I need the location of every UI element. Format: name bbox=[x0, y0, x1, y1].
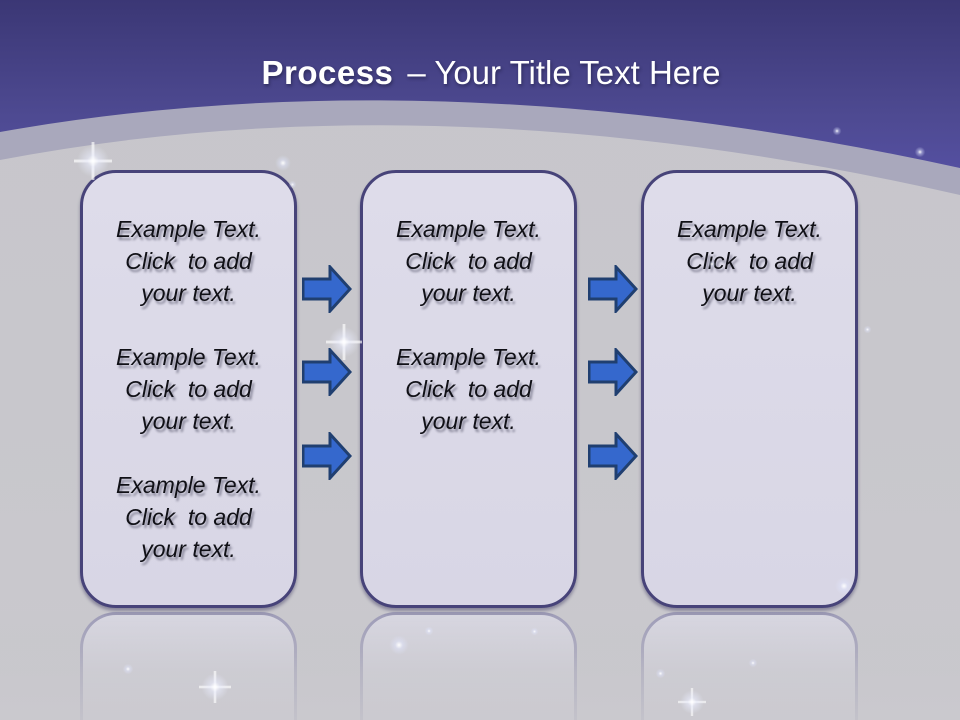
right-arrow-icon bbox=[301, 263, 353, 315]
placeholder-paragraph[interactable]: Example Text. Click to add your text. bbox=[396, 344, 541, 434]
right-arrow-icon bbox=[301, 346, 353, 398]
right-arrow-icon bbox=[587, 430, 639, 482]
slide-title[interactable]: Process – Your Title Text Here bbox=[11, 52, 960, 94]
process-box-1[interactable]: Example Text. Click to add your text. Ex… bbox=[80, 170, 297, 608]
process-box-2[interactable]: Example Text. Click to add your text. Ex… bbox=[360, 170, 577, 608]
placeholder-paragraph[interactable]: Example Text. Click to add your text. bbox=[116, 472, 261, 562]
placeholder-paragraph[interactable]: Example Text. Click to add your text. bbox=[396, 216, 541, 306]
placeholder-paragraph[interactable]: Example Text. Click to add your text. bbox=[116, 344, 261, 434]
reflection-fade bbox=[0, 612, 960, 720]
header-purple-arc bbox=[0, 0, 960, 168]
header-background bbox=[0, 0, 960, 195]
process-box-3[interactable]: Example Text. Click to add your text. bbox=[641, 170, 858, 608]
sparkle bbox=[863, 325, 872, 334]
title-keyword: Process bbox=[261, 54, 394, 91]
placeholder-paragraph[interactable]: Example Text. Click to add your text. bbox=[677, 216, 822, 306]
right-arrow-icon bbox=[587, 346, 639, 398]
boxes-reflection bbox=[0, 612, 960, 720]
placeholder-paragraph[interactable]: Example Text. Click to add your text. bbox=[116, 216, 261, 306]
right-arrow-icon bbox=[301, 430, 353, 482]
right-arrow-icon bbox=[587, 263, 639, 315]
title-subtitle: – Your Title Text Here bbox=[407, 54, 721, 91]
